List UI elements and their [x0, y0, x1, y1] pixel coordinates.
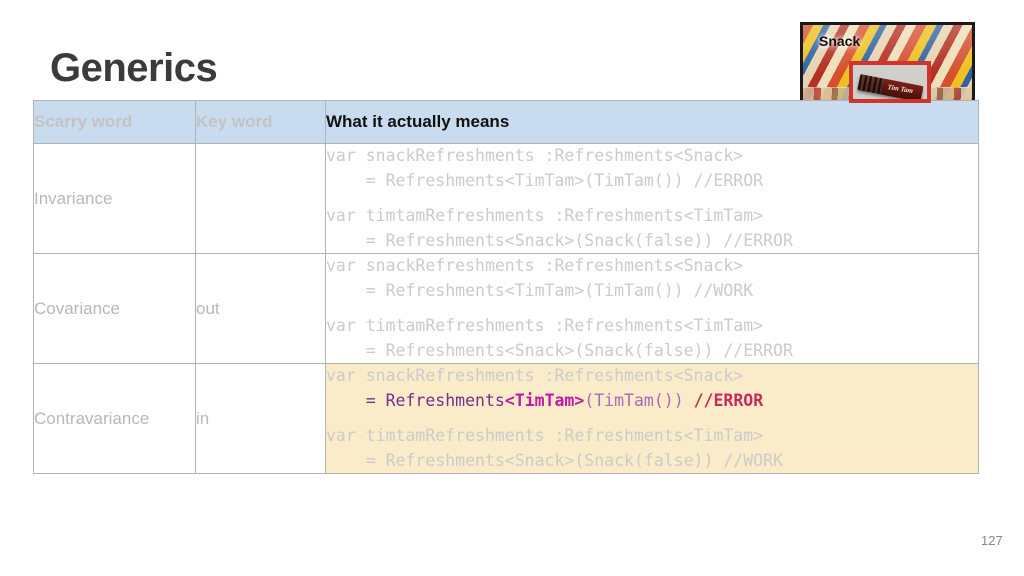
table-row: Covariance out var snackRefreshments :Re…	[33, 253, 979, 364]
cell-code-covariance: var snackRefreshments :Refreshments<Snac…	[325, 253, 979, 364]
timtam-wrapper: Tim Tam	[881, 78, 924, 99]
code-token-generic-owner: Refreshments	[385, 390, 505, 410]
code-blank-line	[326, 193, 978, 204]
snack-highlight-box: Tim Tam	[849, 61, 931, 103]
timtam-bar: Tim Tam	[857, 74, 924, 99]
column-header-key-word: Key word	[195, 100, 326, 144]
code-blank-line	[326, 303, 978, 314]
cell-key-word-contravariance: in	[195, 363, 326, 474]
page-title: Generics	[50, 46, 218, 90]
column-header-scarry-word: Scarry word	[33, 100, 196, 144]
code-line: = Refreshments<TimTam>(TimTam()) //WORK	[326, 280, 754, 300]
snack-image-label: Snack	[819, 33, 861, 49]
code-line: = Refreshments<Snack>(Snack(false)) //WO…	[326, 450, 783, 470]
cell-scarry-word-invariance: Invariance	[33, 143, 196, 254]
cell-scarry-word-contravariance: Contravariance	[33, 363, 196, 474]
column-header-meaning: What it actually means	[325, 100, 979, 144]
table-row-highlighted: Contravariance in var snackRefreshments …	[33, 363, 979, 474]
cell-code-contravariance: var snackRefreshments :Refreshments<Snac…	[325, 363, 979, 474]
cell-key-word-covariance: out	[195, 253, 326, 364]
code-token-type-parameter: <TimTam>	[504, 390, 585, 410]
page-number: 127	[981, 533, 1003, 548]
code-line: var timtamRefreshments :Refreshments<Tim…	[326, 426, 764, 445]
code-line: var timtamRefreshments :Refreshments<Tim…	[326, 206, 764, 225]
code-token-error-comment: //ERROR	[693, 390, 764, 410]
cell-scarry-word-covariance: Covariance	[33, 253, 196, 364]
code-line: var snackRefreshments :Refreshments<Snac…	[326, 146, 744, 165]
timtam-ridges	[857, 74, 885, 95]
variance-table: Scarry word Key word What it actually me…	[33, 100, 979, 474]
code-token-indent-assign: =	[326, 390, 386, 410]
timtam-brand-text: Tim Tam	[886, 83, 914, 95]
code-token-constructor-call: (TimTam())	[584, 390, 694, 410]
code-line: = Refreshments<Snack>(Snack(false)) //ER…	[326, 230, 793, 250]
table-row: Invariance var snackRefreshments :Refres…	[33, 143, 979, 254]
cell-code-invariance: var snackRefreshments :Refreshments<Snac…	[325, 143, 979, 254]
code-line: var snackRefreshments :Refreshments<Snac…	[326, 366, 744, 385]
code-blank-line	[326, 413, 978, 424]
table-header-row: Scarry word Key word What it actually me…	[33, 100, 979, 144]
code-line: var snackRefreshments :Refreshments<Snac…	[326, 256, 744, 275]
code-line: var timtamRefreshments :Refreshments<Tim…	[326, 316, 764, 335]
code-line: = Refreshments<Snack>(Snack(false)) //ER…	[326, 340, 793, 360]
code-line: = Refreshments<TimTam>(TimTam()) //ERROR	[326, 170, 764, 190]
cell-key-word-invariance	[195, 143, 326, 254]
